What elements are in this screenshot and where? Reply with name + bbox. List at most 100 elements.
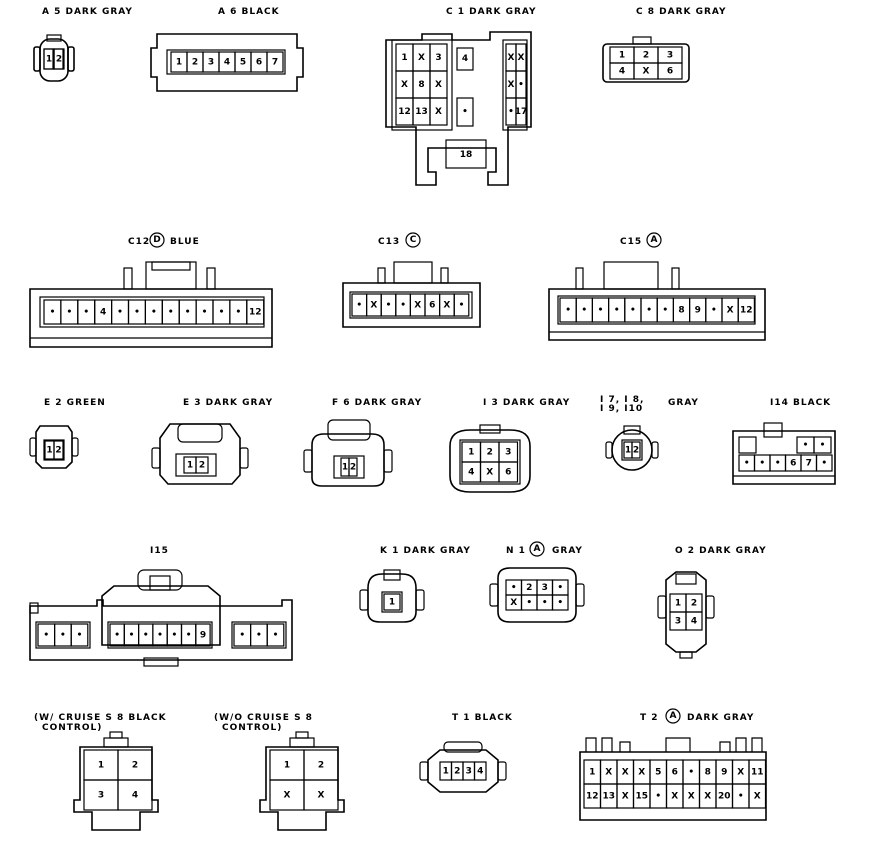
connector-t2-color: DARK GRAY (687, 713, 754, 723)
connector-s8a-label-line1: (W/ CRUISE S 8 BLACK (34, 713, 167, 723)
s8a-pin-r0c0: 1 (98, 761, 104, 771)
c15-pin-2: • (598, 306, 604, 316)
connector-i7-label-line2: I 9, I10 (600, 404, 643, 414)
i15-mid-pin-1: • (129, 631, 135, 641)
t1-pin-3-cell (473, 761, 487, 781)
a6-pin-4: 5 (240, 58, 246, 68)
k1-pin-0-cell (383, 593, 401, 611)
c13-pin-0: • (356, 301, 362, 311)
connector-e2-label: E 2 GREEN (44, 398, 106, 408)
t2-pin-r0c9: X (737, 768, 744, 778)
connector-c1-pin-dot: • (462, 107, 468, 117)
c1-right-pin-r0c0: X (508, 53, 515, 63)
c13-pin-3: • (400, 301, 406, 311)
connector-c13-label: C13 (378, 237, 400, 247)
connector-s8b-label-line1: (W/O CRUISE S 8 (214, 713, 313, 723)
connector-i14-label: I14 BLACK (770, 398, 831, 408)
s8b-pin-r0c0: 1 (284, 761, 290, 771)
t1-pin-2: 3 (466, 767, 472, 777)
connector-n1-label: N 1 (506, 546, 526, 556)
o2-pin-r1c0: 3 (675, 617, 681, 627)
c1-left-pin-r1c2: X (435, 80, 442, 90)
t2-pin-r0c1: X (605, 768, 612, 778)
connector-c15-label: C15 (620, 237, 642, 247)
s8b-pin-r1c0: X (284, 791, 291, 801)
c8-pin-r0c1: 2 (643, 51, 649, 61)
connector-c12-pins: •••4••••••••12 (43, 299, 265, 325)
e2-pin-1: 2 (55, 446, 61, 456)
i14-pin-r0c1-cell (813, 436, 832, 454)
i7-pin-0: 1 (625, 446, 631, 456)
c15-pin-11: 12 (740, 306, 753, 316)
c1-left-pin-r0c0: 1 (401, 53, 407, 63)
t2-pin-r0c0: 1 (589, 768, 595, 778)
c1-right-pin-r2c1-cell (515, 97, 527, 126)
c13-pin-1: X (370, 301, 377, 311)
s8b-pin-r0c1: 2 (318, 761, 324, 771)
i7-pin-1-cell (631, 441, 641, 459)
t2-pin-r1c1: 13 (602, 792, 615, 802)
t2-pin-r0c2: X (622, 768, 629, 778)
s8a-pin-r0c1: 2 (132, 761, 138, 771)
c1-left-pin-r0c2: 3 (435, 53, 441, 63)
connector-c1-pin-4: 4 (462, 54, 468, 64)
a5-pin-1-cell (53, 48, 65, 70)
c12-pin-3: 4 (100, 308, 106, 318)
c15-pin-11-cell (737, 297, 756, 323)
c15-pin-9: • (711, 306, 717, 316)
connector-i15-label: I15 (150, 546, 169, 556)
i14-pin-r1c0: • (744, 459, 750, 469)
n1-pin-r0c1: 2 (526, 583, 532, 593)
t2-pin-r1c2: X (622, 792, 629, 802)
i7-pin-1: 2 (633, 446, 639, 456)
c12-pin-5: • (134, 308, 140, 318)
connector-c1-pin-18: 18 (460, 150, 473, 160)
c1-right-pin-r2c1: 17 (515, 107, 528, 117)
c15-pin-3: • (614, 306, 620, 316)
t2-pin-r0c3: X (638, 768, 645, 778)
c8-pin-r0c2: 3 (667, 51, 673, 61)
i14-pin-r1c2: • (775, 459, 781, 469)
c15-pin-8: 9 (695, 306, 701, 316)
s8a-pin-r1c0: 3 (98, 791, 104, 801)
connector-i7-label-line1: I 7, I 8, (600, 395, 644, 405)
i15-left-pin-2-cell (70, 623, 89, 647)
c13-pin-7: • (459, 301, 465, 311)
i3-pin-r1c0: 4 (468, 468, 474, 478)
c12-pin-6: • (151, 308, 157, 318)
n1-pin-r0c2: 3 (542, 583, 548, 593)
connector-a5-label: A 5 DARK GRAY (42, 7, 133, 17)
connector-c12-color: BLUE (170, 237, 200, 247)
connector-c1-label: C 1 DARK GRAY (446, 7, 537, 17)
i14-pin-r1c5-cell (815, 454, 833, 472)
i15-left-pin-2: • (77, 631, 83, 641)
c12-pin-7: • (168, 308, 174, 318)
k1-pin-0: 1 (389, 598, 395, 608)
c15-pin-7: 8 (678, 306, 684, 316)
c8-pin-r1c1: X (643, 67, 650, 77)
t1-pin-1: 2 (454, 767, 460, 777)
t2-pin-r0c4: 5 (655, 768, 661, 778)
c12-pin-12: 12 (249, 308, 262, 318)
c1-left-pin-r2c2: X (435, 107, 442, 117)
s8a-pin-r1c1: 4 (132, 791, 138, 801)
t2-pin-r1c4: • (655, 792, 661, 802)
a6-pin-1: 2 (192, 58, 198, 68)
t2-pin-r0c7: 8 (705, 768, 711, 778)
c12-pin-0: • (50, 308, 56, 318)
connector-c12-label: C12 (128, 237, 150, 247)
t2-pin-r0c8: 9 (721, 768, 727, 778)
c13-pin-2: • (386, 301, 392, 311)
